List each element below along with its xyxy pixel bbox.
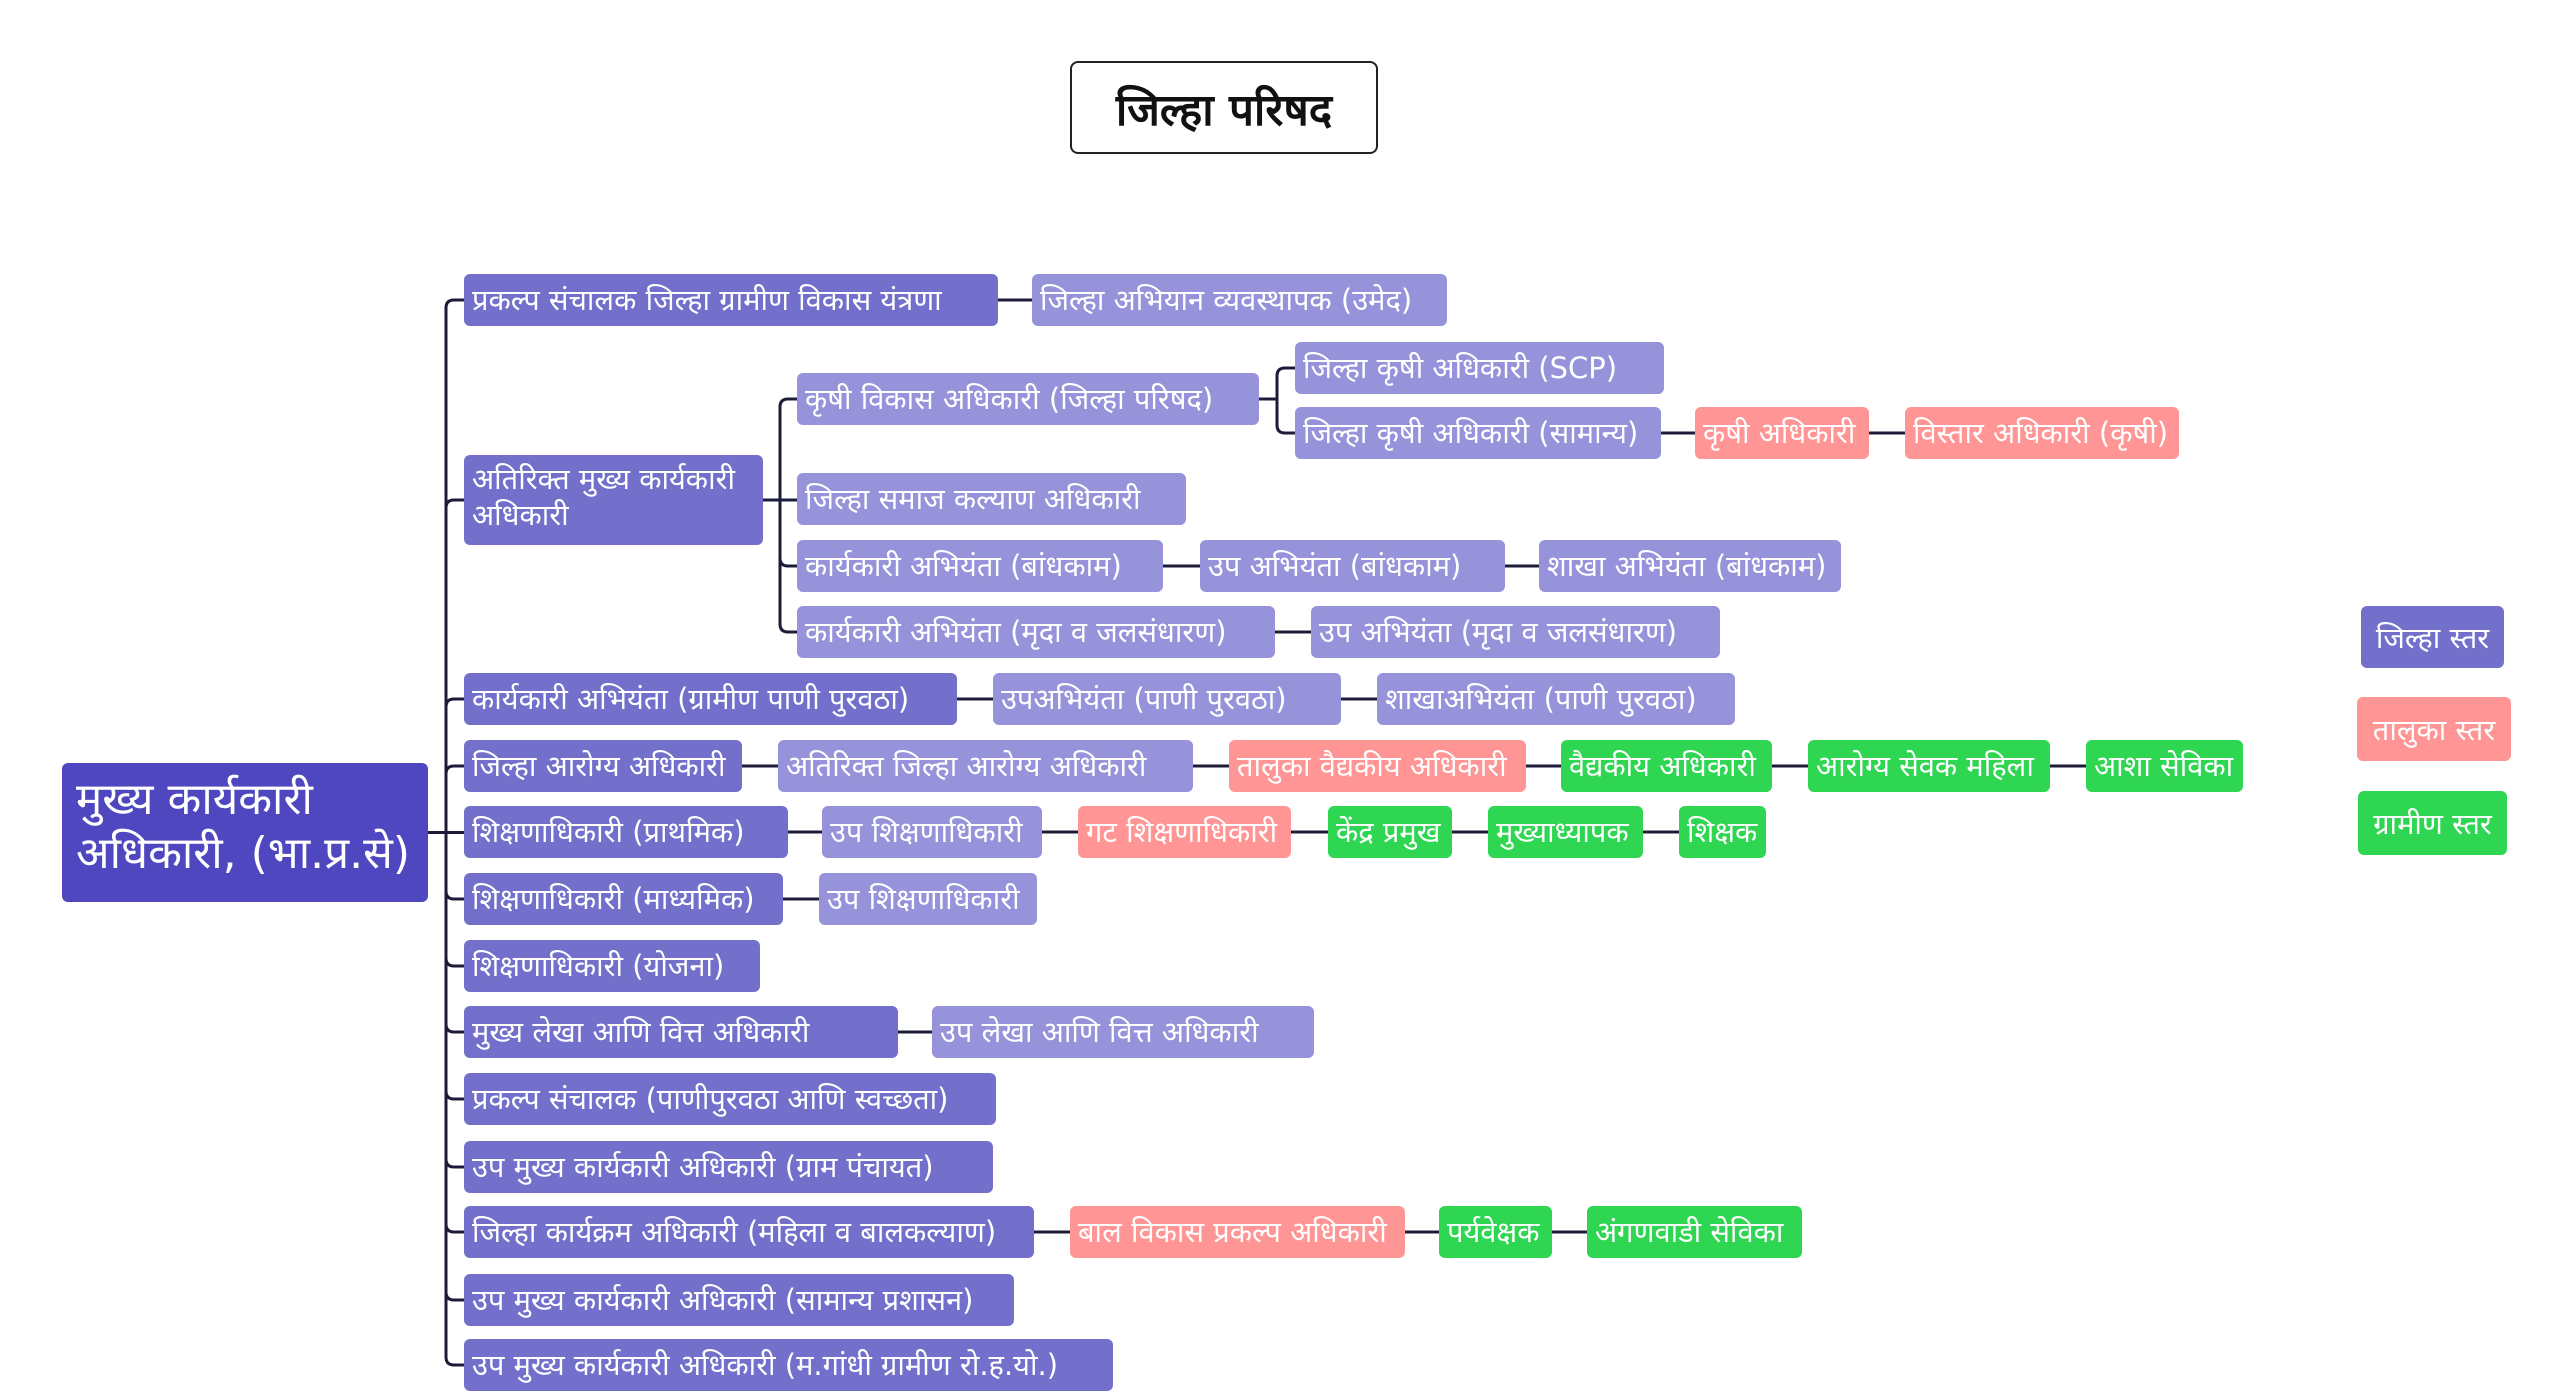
node-project-director-water-sanitation[interactable]: प्रकल्प संचालक (पाणीपुरवठा आणि स्वच्छता) bbox=[464, 1073, 996, 1125]
node-education-officer-primary[interactable]: शिक्षणाधिकारी (प्राथमिक) bbox=[464, 806, 788, 858]
connector-m1 bbox=[428, 831, 464, 1367]
node-deputy-engineer-soil-water[interactable]: उप अभियंता (मृदा व जलसंधारण) bbox=[1311, 606, 1720, 658]
connector-b11 bbox=[763, 498, 797, 634]
node-deputy-accounts-officer[interactable]: उप लेखा आणि वित्त अधिकारी bbox=[932, 1006, 1314, 1058]
node-project-director-drda[interactable]: प्रकल्प संचालक जिल्हा ग्रामीण विकास यंत्… bbox=[464, 274, 998, 326]
node-education-officer-scheme[interactable]: शिक्षणाधिकारी (योजना) bbox=[464, 940, 760, 992]
connector-b3 bbox=[1259, 366, 1295, 401]
connector-b4 bbox=[1259, 397, 1295, 435]
legend-district-level: जिल्हा स्तर bbox=[2361, 606, 2504, 668]
node-health-worker-female[interactable]: आरोग्य सेवक महिला bbox=[1808, 740, 2050, 792]
node-supervisor[interactable]: पर्यवेक्षक bbox=[1439, 1206, 1552, 1258]
node-medical-officer[interactable]: वैद्यकीय अधिकारी bbox=[1561, 740, 1772, 792]
node-executive-engineer-construction[interactable]: कार्यकारी अभियंता (बांधकाम) bbox=[797, 540, 1163, 592]
node-deputy-engineer-water[interactable]: उपअभियंता (पाणी पुरवठा) bbox=[993, 673, 1341, 725]
node-deputy-education-officer[interactable]: उप शिक्षणाधिकारी bbox=[822, 806, 1042, 858]
node-chief-accounts-officer[interactable]: मुख्य लेखा आणि वित्त अधिकारी bbox=[464, 1006, 898, 1058]
node-district-agri-officer-general[interactable]: जिल्हा कृषी अधिकारी (सामान्य) bbox=[1295, 407, 1661, 459]
node-district-agri-officer-scp[interactable]: जिल्हा कृषी अधिकारी (SCP) bbox=[1295, 342, 1664, 394]
legend-taluka-level: तालुका स्तर bbox=[2357, 697, 2511, 761]
connector-b1 bbox=[428, 498, 464, 834]
node-center-head[interactable]: केंद्र प्रमुख bbox=[1328, 806, 1452, 858]
legend-rural-level: ग्रामीण स्तर bbox=[2358, 791, 2507, 855]
connector-d1 bbox=[428, 764, 464, 834]
node-agri-officer[interactable]: कृषी अधिकारी bbox=[1695, 407, 1869, 459]
node-additional-health-officer[interactable]: अतिरिक्त जिल्हा आरोग्य अधिकारी bbox=[778, 740, 1193, 792]
node-anganwadi-worker[interactable]: अंगणवाडी सेविका bbox=[1587, 1206, 1802, 1258]
node-deputy-education-officer-secondary[interactable]: उप शिक्षणाधिकारी bbox=[819, 873, 1037, 925]
diagram-title: जिल्हा परिषद bbox=[1070, 61, 1378, 154]
node-district-health-officer[interactable]: जिल्हा आरोग्य अधिकारी bbox=[464, 740, 742, 792]
node-district-program-officer-wcd[interactable]: जिल्हा कार्यक्रम अधिकारी (महिला व बालकल्… bbox=[464, 1206, 1034, 1258]
node-branch-engineer-construction[interactable]: शाखा अभियंता (बांधकाम) bbox=[1539, 540, 1841, 592]
node-asha-worker[interactable]: आशा सेविका bbox=[2086, 740, 2243, 792]
node-agri-development-officer[interactable]: कृषी विकास अधिकारी (जिल्हा परिषद) bbox=[797, 373, 1259, 425]
connector-b2 bbox=[763, 397, 797, 502]
root-node-ceo[interactable]: मुख्य कार्यकारी अधिकारी, (भा.प्र.से) bbox=[62, 763, 428, 902]
node-additional-ceo[interactable]: अतिरिक्त मुख्य कार्यकारी अधिकारी bbox=[464, 455, 763, 545]
node-social-welfare-officer[interactable]: जिल्हा समाज कल्याण अधिकारी bbox=[797, 473, 1186, 525]
node-headmaster[interactable]: मुख्याध्यापक bbox=[1488, 806, 1643, 858]
node-deputy-ceo-mgnrega[interactable]: उप मुख्य कार्यकारी अधिकारी (म.गांधी ग्रा… bbox=[464, 1339, 1113, 1391]
node-cdpo[interactable]: बाल विकास प्रकल्प अधिकारी bbox=[1070, 1206, 1405, 1258]
node-education-officer-secondary[interactable]: शिक्षणाधिकारी (माध्यमिक) bbox=[464, 873, 783, 925]
node-deputy-ceo-gram-panchayat[interactable]: उप मुख्य कार्यकारी अधिकारी (ग्राम पंचायत… bbox=[464, 1141, 993, 1193]
connector-c1 bbox=[428, 697, 464, 834]
node-executive-engineer-water[interactable]: कार्यकारी अभियंता (ग्रामीण पाणी पुरवठा) bbox=[464, 673, 957, 725]
node-extension-officer-agri[interactable]: विस्तार अधिकारी (कृषी) bbox=[1905, 407, 2179, 459]
node-executive-engineer-soil-water[interactable]: कार्यकारी अभियंता (मृदा व जलसंधारण) bbox=[797, 606, 1275, 658]
node-teacher[interactable]: शिक्षक bbox=[1679, 806, 1766, 858]
node-deputy-engineer-construction[interactable]: उप अभियंता (बांधकाम) bbox=[1200, 540, 1505, 592]
node-taluka-medical-officer[interactable]: तालुका वैद्यकीय अधिकारी bbox=[1229, 740, 1526, 792]
node-deputy-ceo-general-admin[interactable]: उप मुख्य कार्यकारी अधिकारी (सामान्य प्रश… bbox=[464, 1274, 1014, 1326]
node-branch-engineer-water[interactable]: शाखाअभियंता (पाणी पुरवठा) bbox=[1377, 673, 1735, 725]
connector-a1 bbox=[428, 298, 464, 834]
node-block-education-officer[interactable]: गट शिक्षणाधिकारी bbox=[1078, 806, 1291, 858]
node-district-mission-manager[interactable]: जिल्हा अभियान व्यवस्थापक (उमेद) bbox=[1032, 274, 1447, 326]
